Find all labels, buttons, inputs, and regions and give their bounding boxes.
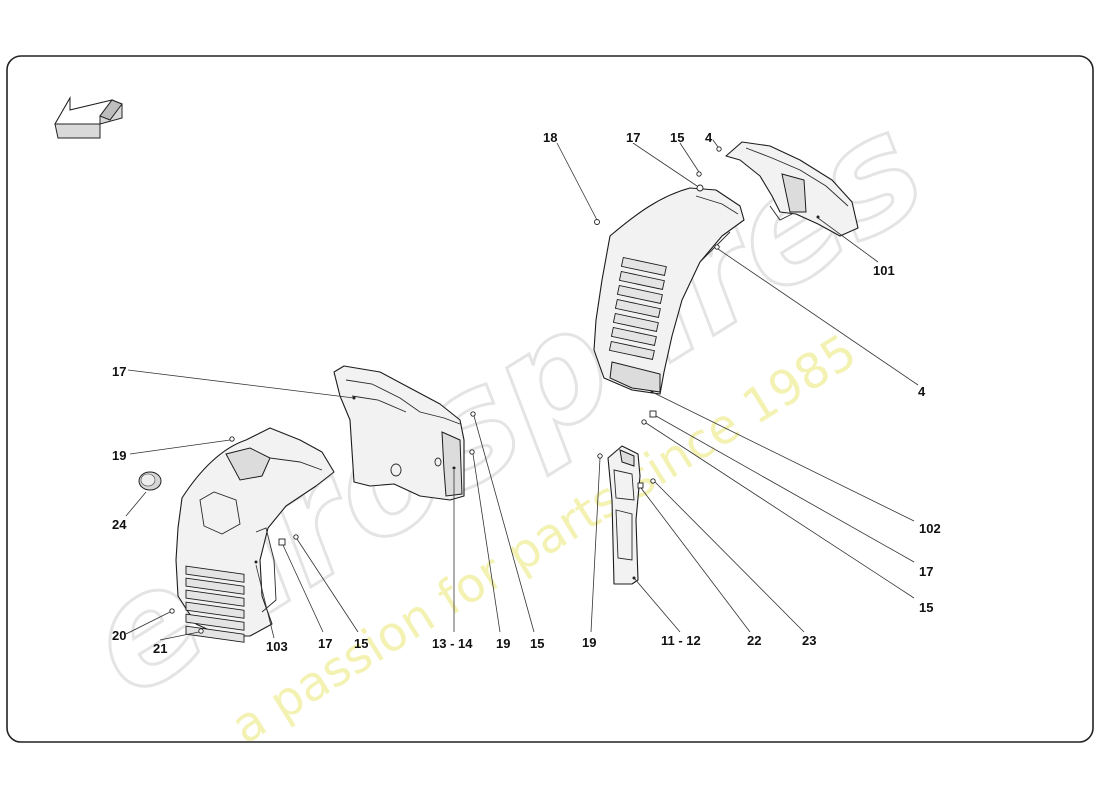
callout-20: 20 bbox=[112, 628, 126, 643]
wheel-arch-liner-101 bbox=[725, 141, 859, 237]
bracket-11-12 bbox=[607, 445, 641, 585]
leader-lines bbox=[125, 139, 919, 641]
callout-19: 19 bbox=[582, 635, 596, 650]
clip-17-bottom-icon bbox=[278, 538, 286, 546]
screw-19-mid-icon bbox=[469, 449, 475, 455]
callout-23: 23 bbox=[802, 633, 816, 648]
callout-13-14: 13 - 14 bbox=[432, 636, 473, 651]
clip-17-top-icon bbox=[696, 184, 704, 192]
callout-18: 18 bbox=[543, 130, 557, 145]
screw-15-right-icon bbox=[641, 419, 647, 425]
callout-103: 103 bbox=[266, 639, 288, 654]
callout-101: 101 bbox=[873, 263, 895, 278]
callout-4: 4 bbox=[918, 384, 926, 399]
wheel-arch-liner-102 bbox=[593, 187, 745, 395]
hardware-items bbox=[169, 146, 722, 634]
nut-22-icon bbox=[637, 482, 644, 489]
callout-21: 21 bbox=[153, 641, 167, 656]
callout-17: 17 bbox=[626, 130, 640, 145]
screw-18-icon bbox=[594, 219, 600, 225]
callout-17: 17 bbox=[318, 636, 332, 651]
callout-22: 22 bbox=[747, 633, 761, 648]
screw-15-mid-icon bbox=[470, 411, 476, 417]
screw-4-top-icon bbox=[716, 146, 722, 152]
callout-15: 15 bbox=[530, 636, 544, 651]
callout-15: 15 bbox=[354, 636, 368, 651]
callout-11-12: 11 - 12 bbox=[661, 633, 701, 648]
direction-arrow-icon bbox=[54, 96, 123, 139]
screw-19-right-icon bbox=[597, 453, 603, 459]
callout-17: 17 bbox=[112, 364, 126, 379]
screw-21-icon bbox=[198, 628, 204, 634]
callout-4: 4 bbox=[705, 130, 713, 145]
diagram-frame bbox=[6, 55, 1094, 743]
callout-19: 19 bbox=[112, 448, 126, 463]
screw-20-icon bbox=[169, 608, 175, 614]
callout-17: 17 bbox=[919, 564, 933, 579]
screw-15-bottom-icon bbox=[293, 534, 299, 540]
screw-4-right-icon bbox=[714, 244, 720, 250]
callout-102: 102 bbox=[919, 521, 941, 536]
leader-dots bbox=[254, 215, 820, 580]
inner-panel-13-14 bbox=[333, 365, 465, 501]
clip-17-right-icon bbox=[649, 410, 657, 418]
screw-19-left-icon bbox=[229, 436, 235, 442]
callout-labels: 18 17 15 4 101 4 17 19 24 20 21 103 17 1… bbox=[112, 130, 941, 656]
grommet-24 bbox=[138, 471, 162, 491]
liner-102-ribs bbox=[608, 256, 667, 360]
callout-15: 15 bbox=[670, 130, 684, 145]
callout-19: 19 bbox=[496, 636, 510, 651]
callout-15: 15 bbox=[919, 600, 933, 615]
wheel-arch-liner-103 bbox=[175, 427, 335, 643]
screw-15-top-icon bbox=[696, 171, 702, 177]
screw-23-icon bbox=[650, 478, 656, 484]
callout-24: 24 bbox=[112, 517, 127, 532]
liner-103-ribs bbox=[185, 565, 245, 643]
